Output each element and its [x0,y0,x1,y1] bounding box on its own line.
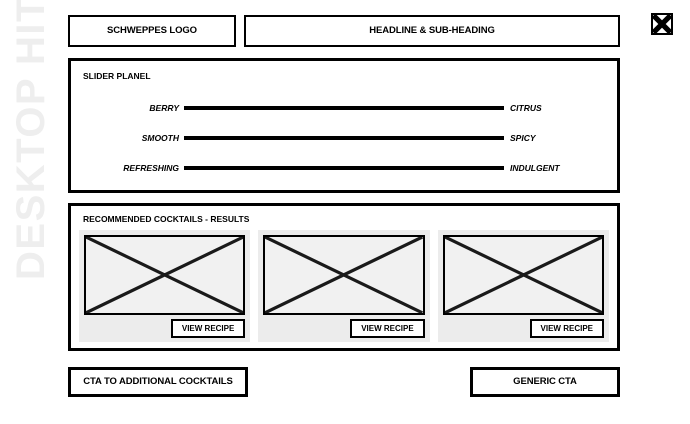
logo-placeholder-box[interactable]: SCHWEPPES LOGO [68,15,236,47]
slider-panel: SLIDER PLANEL BERRY CITRUS SMOOTH SPICY … [68,58,620,193]
slider-row-berry-citrus[interactable]: BERRY CITRUS [71,93,617,123]
slider-left-label: BERRY [149,103,179,113]
cocktail-cards-row: VIEW RECIPE VIEW RECIPE VIEW RECIPE [79,230,609,342]
card-footer: VIEW RECIPE [84,315,246,338]
results-panel-title: RECOMMENDED COCKTAILS - RESULTS [83,214,250,224]
placeholder-cross-glyph [265,237,423,313]
cocktail-card[interactable]: VIEW RECIPE [79,230,251,342]
view-recipe-button[interactable]: VIEW RECIPE [529,318,604,338]
close-icon[interactable] [651,13,673,35]
close-x-box-glyph [651,13,673,35]
slider-right-label: INDULGENT [510,163,560,173]
side-label-text: DESKTOP HIT [9,0,53,280]
cocktail-card[interactable]: VIEW RECIPE [437,230,609,342]
headline-label: HEADLINE & SUB-HEADING [369,24,495,36]
wireframe-side-label: DESKTOP HIT [0,0,62,424]
slider-panel-title: SLIDER PLANEL [83,71,151,81]
slider-row-smooth-spicy[interactable]: SMOOTH SPICY [71,123,617,153]
slider-left-label: REFRESHING [123,163,179,173]
image-placeholder-x-icon [442,235,604,315]
slider-row-refreshing-indulgent[interactable]: REFRESHING INDULGENT [71,153,617,183]
placeholder-cross-glyph [444,237,602,313]
logo-label: SCHWEPPES LOGO [107,24,197,36]
card-footer: VIEW RECIPE [263,315,425,338]
recommended-cocktails-panel: RECOMMENDED COCKTAILS - RESULTS VIEW REC… [68,203,620,351]
cta-generic-label: GENERIC CTA [513,375,577,387]
slider-left-label: SMOOTH [141,133,179,143]
slider-right-label: SPICY [510,133,536,143]
card-footer: VIEW RECIPE [443,315,604,338]
slider-track[interactable] [184,166,504,170]
cta-additional-label: CTA TO ADDITIONAL COCKTAILS [83,375,233,387]
slider-right-label: CITRUS [510,103,542,113]
image-placeholder-x-icon [263,235,425,315]
view-recipe-button[interactable]: VIEW RECIPE [170,318,246,338]
image-placeholder-x-icon [84,235,246,315]
headline-placeholder-box: HEADLINE & SUB-HEADING [244,15,620,47]
slider-rows: BERRY CITRUS SMOOTH SPICY REFRESHING IND… [71,93,617,183]
placeholder-cross-glyph [86,237,244,313]
view-recipe-button[interactable]: VIEW RECIPE [350,318,425,338]
cocktail-card[interactable]: VIEW RECIPE [258,230,430,342]
slider-track[interactable] [184,106,504,110]
cta-additional-cocktails-button[interactable]: CTA TO ADDITIONAL COCKTAILS [68,367,248,397]
slider-track[interactable] [184,136,504,140]
cta-generic-button[interactable]: GENERIC CTA [470,367,620,397]
